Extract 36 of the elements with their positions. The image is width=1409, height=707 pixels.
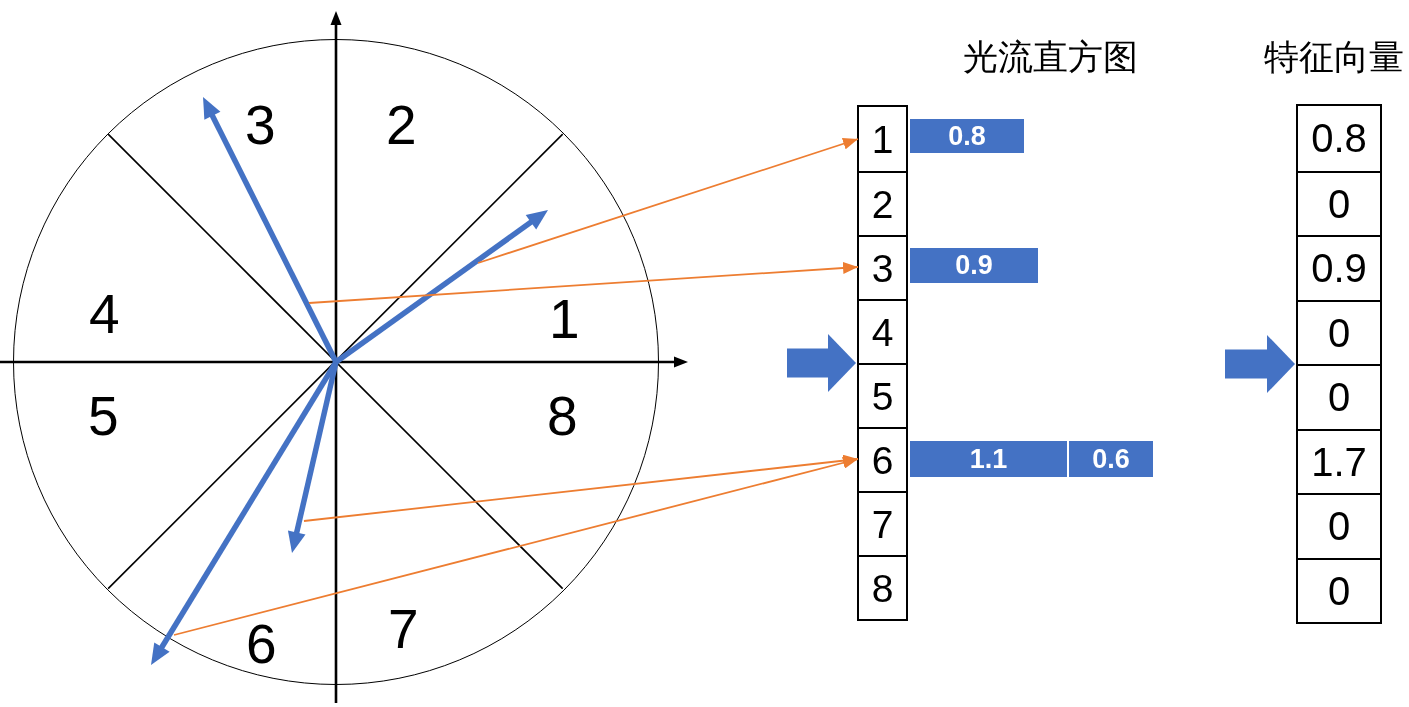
histogram-bar: 0.9 [910, 248, 1038, 283]
histogram-bar: 1.1 [910, 441, 1067, 477]
mapping-arrow [308, 262, 859, 304]
vector-cell: 0.9 [1298, 235, 1380, 300]
mapping-arrow [173, 456, 859, 636]
sector-number: 5 [88, 394, 119, 439]
sector-number: 4 [89, 292, 120, 337]
column-heading: 特征向量 [1264, 36, 1404, 78]
sector-number: 6 [246, 622, 277, 667]
mapping-arrow [303, 454, 859, 522]
mapping-arrow [477, 137, 859, 264]
bin-cell: 4 [859, 299, 906, 363]
sector-number: 2 [386, 103, 417, 148]
bin-cell: 2 [859, 171, 906, 235]
block-arrow [787, 334, 856, 392]
sector-number: 7 [388, 607, 419, 652]
sector-number: 1 [549, 297, 580, 342]
histogram-bar: 0.8 [910, 119, 1024, 153]
vector-cell: 0 [1298, 170, 1380, 235]
bin-cell: 7 [859, 491, 906, 555]
vector-cell: 0.8 [1298, 106, 1380, 171]
vector-cell: 0 [1298, 557, 1380, 622]
column-heading: 光流直方图 [963, 36, 1138, 78]
vector-cell: 0 [1298, 299, 1380, 364]
block-arrow [1225, 335, 1295, 393]
vector-cell: 0 [1298, 364, 1380, 429]
bin-cell: 5 [859, 363, 906, 427]
sector-number: 3 [245, 103, 276, 148]
histogram-bar: 0.6 [1069, 441, 1153, 477]
vector-cell: 1.7 [1298, 428, 1380, 493]
vector-cell: 0 [1298, 493, 1380, 558]
sector-number: 8 [547, 394, 578, 439]
bin-cell: 3 [859, 235, 906, 299]
bin-cell: 1 [859, 107, 906, 171]
bin-cell: 8 [859, 555, 906, 619]
bin-cell: 6 [859, 427, 906, 491]
